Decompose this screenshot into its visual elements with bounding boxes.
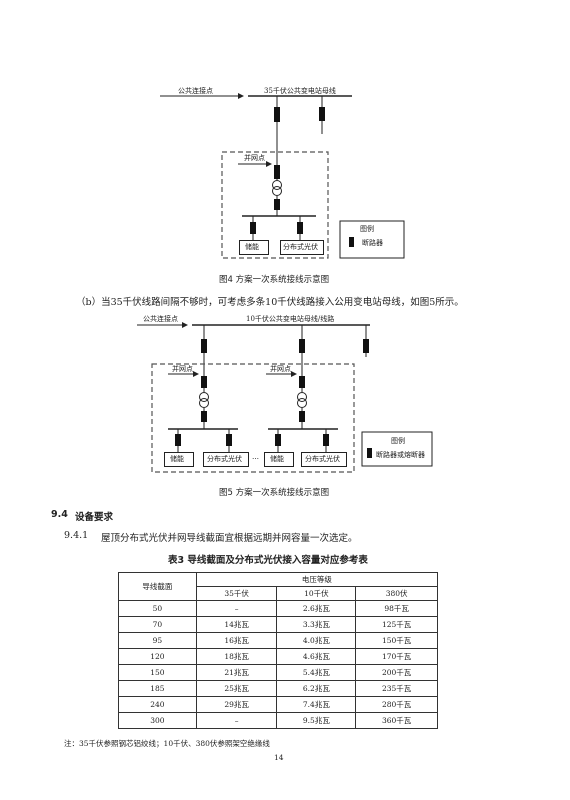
cell-10kv: 9.5兆瓦 <box>276 712 357 729</box>
fig5-pv-label-1: 分布式光伏 <box>207 455 242 463</box>
cell-section: 185 <box>118 680 197 697</box>
merge-point-label: 并网点 <box>244 154 265 162</box>
bus-label: 35千伏公共变电站母线 <box>264 87 336 95</box>
fig5-pv-label-2: 分布式光伏 <box>305 455 340 463</box>
table-row: 185 25兆瓦 6.2兆瓦 235千瓦 <box>118 680 438 697</box>
cell-section: 120 <box>118 648 197 665</box>
section-title: 设备要求 <box>75 512 114 523</box>
table-row: 240 29兆瓦 7.4兆瓦 280千瓦 <box>118 696 438 713</box>
header-380v: 380伏 <box>355 586 438 601</box>
cell-10kv: 4.6兆瓦 <box>276 648 357 665</box>
fig5-grid-connection-point-label: 公共连接点 <box>143 315 178 323</box>
table-row: 300 – 9.5兆瓦 360千瓦 <box>118 712 438 729</box>
pv-box <box>280 240 324 255</box>
figure-4-diagram <box>160 93 405 259</box>
table-row: 70 14兆瓦 3.3兆瓦 125千瓦 <box>118 616 438 633</box>
cell-35kv: – <box>195 600 278 617</box>
figure-5-diagram <box>137 322 433 473</box>
page-number: 14 <box>274 753 284 762</box>
table-note: 注：35千伏参照钢芯铝绞线；10千伏、380伏参照架空绝缘线 <box>64 739 270 748</box>
fig5-legend-breaker-label: 断路器或熔断器 <box>376 451 425 459</box>
cell-35kv: 18兆瓦 <box>195 648 278 665</box>
fig5-storage-label-2: 储能 <box>270 455 284 463</box>
table-row: 95 16兆瓦 4.0兆瓦 150千瓦 <box>118 632 438 649</box>
header-35kv: 35千伏 <box>195 586 278 601</box>
figure-4-caption: 图4 方案一次系统接线示意图 <box>219 275 330 285</box>
fig5-storage-label-1: 储能 <box>170 455 184 463</box>
cell-380v: 360千瓦 <box>355 712 438 729</box>
cell-380v: 170千瓦 <box>355 648 438 665</box>
storage-box <box>239 240 269 255</box>
storage-label: 储能 <box>245 243 259 251</box>
cell-10kv: 7.4兆瓦 <box>276 696 357 713</box>
cell-section: 70 <box>118 616 197 633</box>
cell-35kv: 21兆瓦 <box>195 664 278 681</box>
cell-35kv: 14兆瓦 <box>195 616 278 633</box>
cell-35kv: 16兆瓦 <box>195 632 278 649</box>
cell-35kv: 29兆瓦 <box>195 696 278 713</box>
cell-section: 300 <box>118 712 197 729</box>
header-10kv: 10千伏 <box>276 586 357 601</box>
cell-380v: 98千瓦 <box>355 600 438 617</box>
capacity-table: 导线截面 电压等级 35千伏 10千伏 380伏 50 – 2.6兆瓦 98千瓦… <box>118 572 439 729</box>
table-row: 150 21兆瓦 5.4兆瓦 200千瓦 <box>118 664 438 681</box>
cell-10kv: 5.4兆瓦 <box>276 664 357 681</box>
fig5-pv-box-1 <box>203 452 249 467</box>
cell-35kv: 25兆瓦 <box>195 680 278 697</box>
cell-10kv: 3.3兆瓦 <box>276 616 357 633</box>
cell-section: 150 <box>118 664 197 681</box>
header-section: 导线截面 <box>118 572 197 601</box>
grid-connection-point-label: 公共连接点 <box>178 87 213 95</box>
cell-380v: 235千瓦 <box>355 680 438 697</box>
cell-section: 50 <box>118 600 197 617</box>
cell-380v: 125千瓦 <box>355 616 438 633</box>
cell-section: 240 <box>118 696 197 713</box>
table-row: 120 18兆瓦 4.6兆瓦 170千瓦 <box>118 648 438 665</box>
paragraph-b: （b）当35千伏线路间隔不够时，可考虑多条10千伏线路接入公用变电站母线，如图5… <box>76 297 464 308</box>
cell-section: 95 <box>118 632 197 649</box>
fig5-storage-box-2 <box>264 452 294 467</box>
cell-380v: 150千瓦 <box>355 632 438 649</box>
section-number: 9.4 <box>51 509 68 520</box>
clause-text: 屋顶分布式光伏并网导线截面宜根据远期并网容量一次选定。 <box>101 533 358 544</box>
fig5-merge-point-2-label: 并网点 <box>270 365 291 373</box>
pv-label: 分布式光伏 <box>283 243 318 251</box>
cell-380v: 200千瓦 <box>355 664 438 681</box>
fig5-bus-label: 10千伏公共变电站母线/线路 <box>246 315 335 323</box>
table-title: 表3 导线截面及分布式光伏接入容量对应参考表 <box>168 555 368 566</box>
legend-title: 图例 <box>360 225 374 233</box>
cell-10kv: 4.0兆瓦 <box>276 632 357 649</box>
table-row: 50 – 2.6兆瓦 98千瓦 <box>118 600 438 617</box>
clause-number: 9.4.1 <box>64 530 89 541</box>
header-voltage: 电压等级 <box>195 572 439 587</box>
legend-breaker-label: 断路器 <box>362 239 383 247</box>
figure-5-caption: 图5 方案一次系统接线示意图 <box>219 488 330 498</box>
cell-35kv: – <box>195 712 278 729</box>
fig5-pv-box-2 <box>301 452 347 467</box>
fig5-legend-title: 图例 <box>391 437 405 445</box>
cell-380v: 280千瓦 <box>355 696 438 713</box>
cell-10kv: 2.6兆瓦 <box>276 600 357 617</box>
fig5-storage-box-1 <box>164 452 194 467</box>
cell-10kv: 6.2兆瓦 <box>276 680 357 697</box>
fig5-merge-point-1-label: 并网点 <box>172 365 193 373</box>
fig5-ellipsis: … <box>252 453 259 461</box>
